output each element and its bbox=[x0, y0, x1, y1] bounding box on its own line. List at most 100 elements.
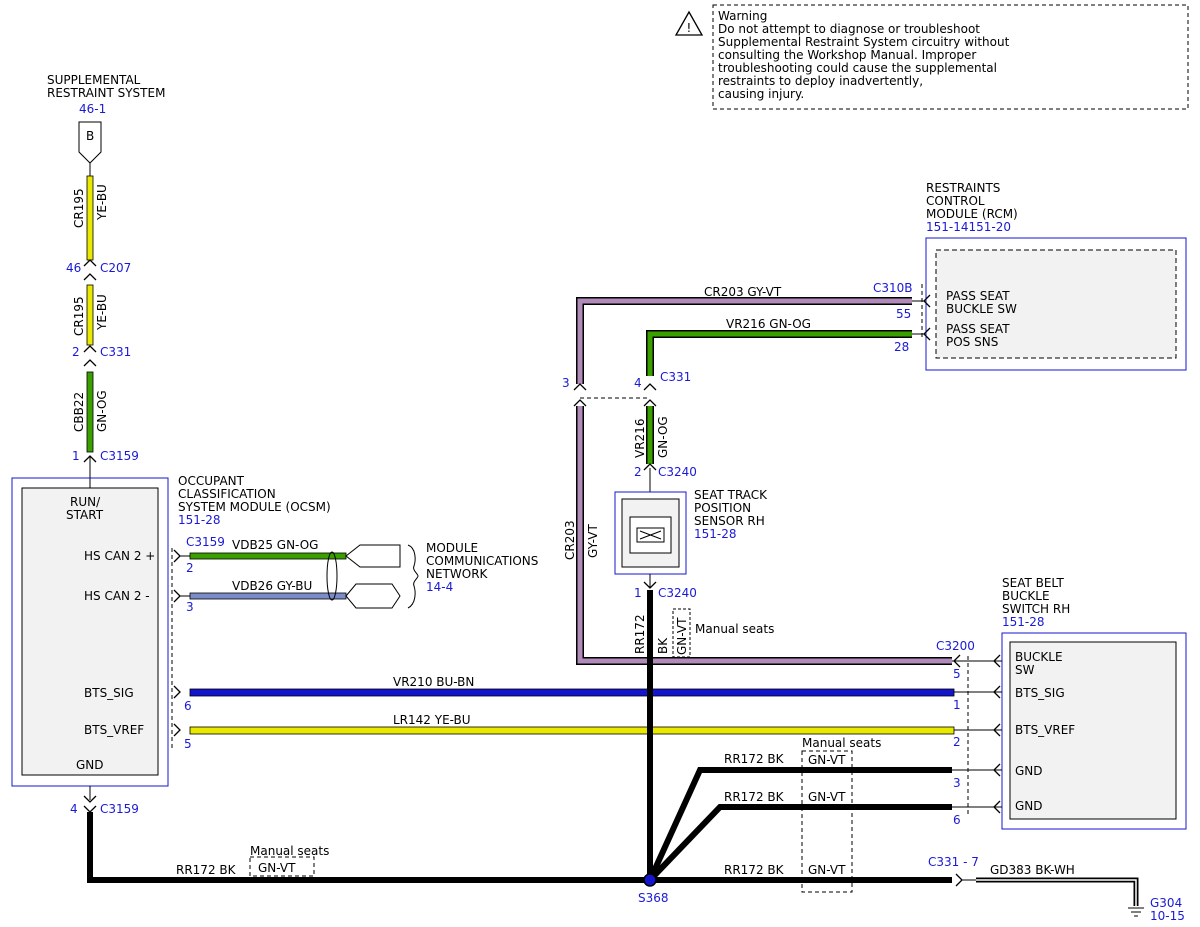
seat-track-sensor: SEAT TRACK POSITION SENSOR RH 151-28 bbox=[614, 488, 768, 575]
manual-seats-box-1 bbox=[249, 856, 315, 877]
s368-label: S368 bbox=[638, 891, 669, 905]
wire-cr195-upper bbox=[86, 175, 94, 261]
wire-cr195-label-2: CR195 bbox=[72, 296, 86, 336]
warning-line-5: restraints to deploy inadvertently, bbox=[718, 74, 923, 88]
wire-rr172-gnd2 bbox=[647, 804, 952, 883]
wire-vdb26-label: VDB26 GY-BU bbox=[232, 579, 312, 593]
buckle-gnd-1: GND bbox=[1015, 764, 1043, 778]
wire-cr203-lower bbox=[577, 406, 952, 664]
seat-sensor-name-2: POSITION bbox=[694, 501, 751, 515]
rcm-ref: 151-14151-20 bbox=[926, 220, 1011, 234]
rcm-name-2: CONTROL bbox=[926, 194, 985, 208]
c3159-top-pin: 1 bbox=[72, 449, 80, 463]
ocsm-bts-sig: BTS_SIG bbox=[84, 686, 134, 700]
c3200-pin5: 5 bbox=[953, 667, 961, 681]
wire-gd383-label: GD383 BK-WH bbox=[990, 863, 1075, 877]
wire-lr142-label: LR142 YE-BU bbox=[393, 713, 471, 727]
wire-rr172-bl-label: RR172 BK bbox=[176, 863, 237, 877]
network-connector-1 bbox=[345, 544, 401, 568]
bts-sig-pin-icon bbox=[173, 685, 181, 699]
ocsm-name-1: OCCUPANT bbox=[178, 474, 245, 488]
c3240-bottom-pin-icon bbox=[643, 581, 657, 589]
c3240-top-pin: 2 bbox=[634, 465, 642, 479]
wire-vr216-v-label: VR216 bbox=[633, 419, 647, 458]
rcm-pin-buckle-2: BUCKLE SW bbox=[946, 302, 1017, 316]
c331-mid-pin3-icon bbox=[573, 383, 587, 391]
rcm-name-1: RESTRAINTS bbox=[926, 181, 1000, 195]
ocsm-gnd: GND bbox=[76, 758, 104, 772]
warning-line-1: Do not attempt to diagnose or troublesho… bbox=[718, 22, 980, 36]
rcm-pin-buckle-1: PASS SEAT bbox=[946, 289, 1010, 303]
buckle-bts-vref: BTS_VREF bbox=[1015, 723, 1075, 737]
wire-cr203-top-outline bbox=[576, 297, 912, 384]
warning-panel: ! Warning Do not attempt to diagnose or … bbox=[674, 4, 1189, 110]
twisted-pair-icon bbox=[326, 551, 338, 601]
wire-rr172-bottom-left bbox=[87, 812, 650, 883]
rcm-name-3: MODULE (RCM) bbox=[926, 207, 1018, 221]
wire-gd383-outline bbox=[976, 877, 1139, 906]
wire-vr216-top bbox=[647, 331, 912, 376]
wire-lr142 bbox=[189, 726, 955, 735]
wire-cbb22-label: CBB22 bbox=[72, 392, 86, 432]
seat-sensor-ref: 151-28 bbox=[694, 527, 737, 541]
ocsm-bts-vref: BTS_VREF bbox=[84, 723, 144, 737]
c310b-pin28-icon bbox=[923, 327, 931, 341]
warning-icon-mark: ! bbox=[687, 21, 692, 35]
network-name-3: NETWORK bbox=[426, 567, 489, 581]
network-ref: 14-4 bbox=[426, 580, 453, 594]
wire-gnog-label-1: GN-OG bbox=[95, 390, 109, 432]
wire-vdb25 bbox=[189, 552, 347, 560]
bts-vref-pin-icon bbox=[173, 723, 181, 737]
wire-gnog-v-label: GN-OG bbox=[656, 416, 670, 458]
c3159-mid-pin3: 3 bbox=[186, 600, 194, 614]
warning-icon bbox=[674, 10, 704, 36]
buckle-name-1: SEAT BELT bbox=[1002, 576, 1064, 590]
c3200-pins bbox=[952, 654, 1002, 814]
wire-rr172-g304-label: RR172 BK bbox=[724, 863, 785, 877]
c3240-bottom-pin: 1 bbox=[634, 586, 642, 600]
buckle-ref: 151-28 bbox=[1002, 615, 1045, 629]
wire-rr172-gnd1 bbox=[647, 767, 952, 882]
wire-gyvt-v-label: GY-VT bbox=[586, 524, 600, 558]
rcm-module: RESTRAINTS CONTROL MODULE (RCM) 151-1415… bbox=[925, 181, 1187, 371]
network-brace bbox=[407, 544, 419, 609]
c3159-bottom-pin: 4 bbox=[70, 802, 78, 816]
c3200-pin3: 3 bbox=[953, 776, 961, 790]
ocsm-module: RUN/ START HS CAN 2 + HS CAN 2 - BTS_SIG… bbox=[11, 474, 331, 787]
c3159-top-label: C3159 bbox=[100, 449, 139, 463]
srs-conn-letter: B bbox=[86, 129, 94, 143]
c207-label: C207 bbox=[100, 261, 131, 275]
c3159-bottom-pin-icon bbox=[83, 795, 97, 803]
buckle-gnd-2: GND bbox=[1015, 799, 1043, 813]
c3159-mid-pin2: 2 bbox=[186, 561, 194, 575]
srs-ref: 46-1 bbox=[79, 102, 106, 116]
g304-label: G304 bbox=[1150, 896, 1182, 910]
rcm-pin-pos-2: POS SNS bbox=[946, 335, 998, 349]
seat-sensor-name-1: SEAT TRACK bbox=[694, 488, 768, 502]
wire-rr172-v-label: RR172 bbox=[633, 614, 647, 654]
wire-vr216-top-label: VR216 GN-OG bbox=[726, 317, 811, 331]
wire-cr203-top-label: CR203 GY-VT bbox=[704, 285, 782, 299]
buckle-name-2: BUCKLE bbox=[1002, 589, 1050, 603]
ocsm-name-2: CLASSIFICATION bbox=[178, 487, 276, 501]
buckle-name-3: SWITCH RH bbox=[1002, 602, 1070, 616]
ocsm-ref: 151-28 bbox=[178, 513, 221, 527]
c310b-pin55-icon bbox=[923, 294, 931, 308]
ocsm-run-start-1: RUN/ bbox=[70, 495, 101, 509]
c3200-label: C3200 bbox=[936, 639, 975, 653]
wire-cr195-label-1: CR195 bbox=[72, 188, 86, 228]
c310b-pin28: 28 bbox=[894, 340, 909, 354]
c331-7-pin-icon bbox=[955, 873, 963, 887]
c331-mid-label: C331 bbox=[660, 370, 691, 384]
c207-pin: 46 bbox=[66, 261, 81, 275]
c207-pin-icon bbox=[83, 259, 97, 267]
warning-line-2: Supplemental Restraint System circuitry … bbox=[718, 35, 1010, 49]
network-connector-2 bbox=[345, 583, 401, 609]
wire-yebu-label-2: YE-BU bbox=[95, 294, 109, 331]
c331-7-label: C331 - 7 bbox=[928, 855, 979, 869]
wire-gnvt-label-2: GN-VT bbox=[808, 753, 846, 767]
buckle-sw-2: SW bbox=[1015, 663, 1035, 677]
c331-left-label: C331 bbox=[100, 345, 131, 359]
ocsm-pin6: 6 bbox=[184, 699, 192, 713]
